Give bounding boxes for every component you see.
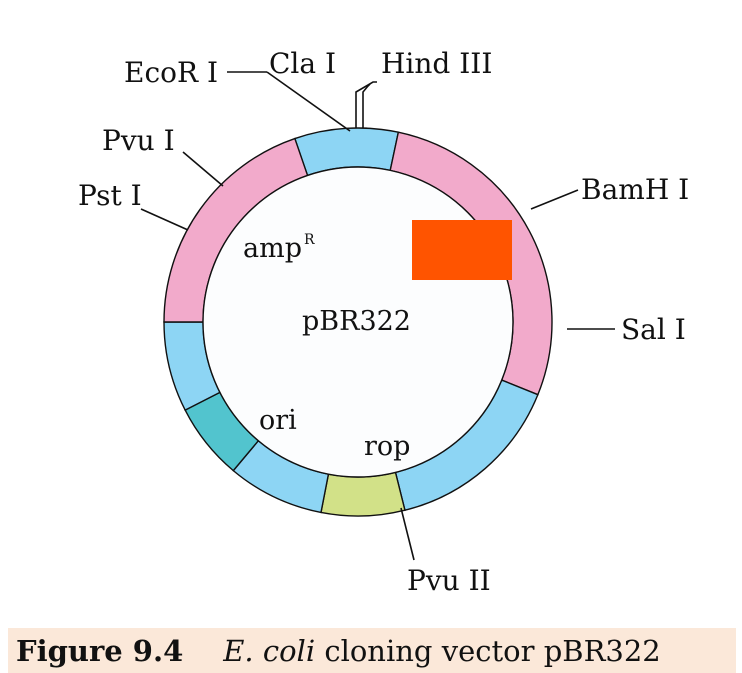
figure-number: Figure 9.4 xyxy=(16,634,184,668)
amp-superscript: R xyxy=(304,232,315,248)
pst1-label: Pst I xyxy=(78,179,142,212)
rop-label: rop xyxy=(364,431,410,462)
sal1-label: Sal I xyxy=(621,313,686,346)
ori-label: ori xyxy=(259,405,297,436)
cla1-label: Cla I xyxy=(269,47,336,80)
pvu1-label: Pvu I xyxy=(102,124,175,157)
plasmid-name: pBR322 xyxy=(302,306,411,337)
hind3-label: Hind III xyxy=(381,47,492,80)
figure-caption: Figure 9.4 E. coli cloning vector pBR322 xyxy=(8,628,736,673)
plasmid-diagram: EcoR I Cla I Hind III Pvu I Pst I BamH I… xyxy=(78,47,689,597)
pvu2-leader xyxy=(400,507,415,561)
ring-segment-rop xyxy=(320,471,406,517)
pst1-leader xyxy=(140,208,189,231)
pvu2-label: Pvu II xyxy=(407,564,491,597)
pvu1-leader xyxy=(182,151,224,187)
highlight-block xyxy=(412,220,512,280)
bamh1-leader xyxy=(530,189,579,210)
site-lines xyxy=(140,71,615,561)
amp-label: amp xyxy=(243,233,302,264)
ecor1-label: EcoR I xyxy=(124,56,218,89)
bamh1-label: BamH I xyxy=(581,173,689,206)
figure-species: E. coli xyxy=(223,634,316,668)
hind3-leader xyxy=(355,81,377,128)
plasmid-ring xyxy=(163,127,553,517)
cla1-leader xyxy=(362,83,371,128)
ecor1-cla1-leader xyxy=(266,71,351,132)
figure-caption-text: cloning vector pBR322 xyxy=(324,634,661,668)
